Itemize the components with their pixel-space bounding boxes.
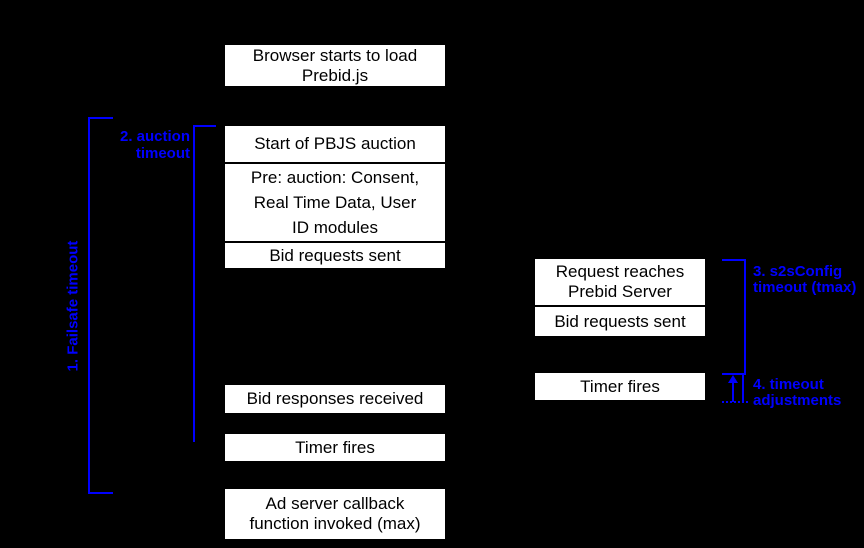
failsafe-timeout-bracket xyxy=(88,117,113,494)
up-arrow-shaft xyxy=(732,382,734,402)
timeout-adjustments-label: 4. timeout adjustments xyxy=(753,376,842,409)
pre-auction-modules-box: Pre: auction: Consent, Real Time Data, U… xyxy=(225,164,445,241)
timer-fires-client-box: Timer fires xyxy=(225,434,445,461)
bid-requests-sent-client-box: Bid requests sent xyxy=(225,243,445,268)
s2s-timeout-label: 3. s2sConfig timeout (tmax) xyxy=(753,263,857,296)
timer-fires-server-box: Timer fires xyxy=(535,373,705,400)
bid-requests-sent-server-box: Bid requests sent xyxy=(535,307,705,336)
bid-responses-received-box: Bid responses received xyxy=(225,385,445,413)
adjustment-dotted-line xyxy=(722,401,748,403)
browser-load-box: Browser starts to load Prebid.js xyxy=(225,45,445,86)
request-reaches-server-box: Request reaches Prebid Server xyxy=(535,259,705,305)
auction-timeout-bracket xyxy=(193,125,216,442)
up-arrow-icon xyxy=(728,375,738,383)
auction-timeout-label: 2. auction timeout xyxy=(119,128,190,162)
s2s-timeout-bracket xyxy=(722,259,746,375)
start-auction-box: Start of PBJS auction xyxy=(225,126,445,162)
ad-server-callback-box: Ad server callback function invoked (max… xyxy=(225,489,445,539)
adjustment-extension-line xyxy=(742,373,744,403)
failsafe-timeout-label: 1. Failsafe timeout xyxy=(64,240,82,372)
